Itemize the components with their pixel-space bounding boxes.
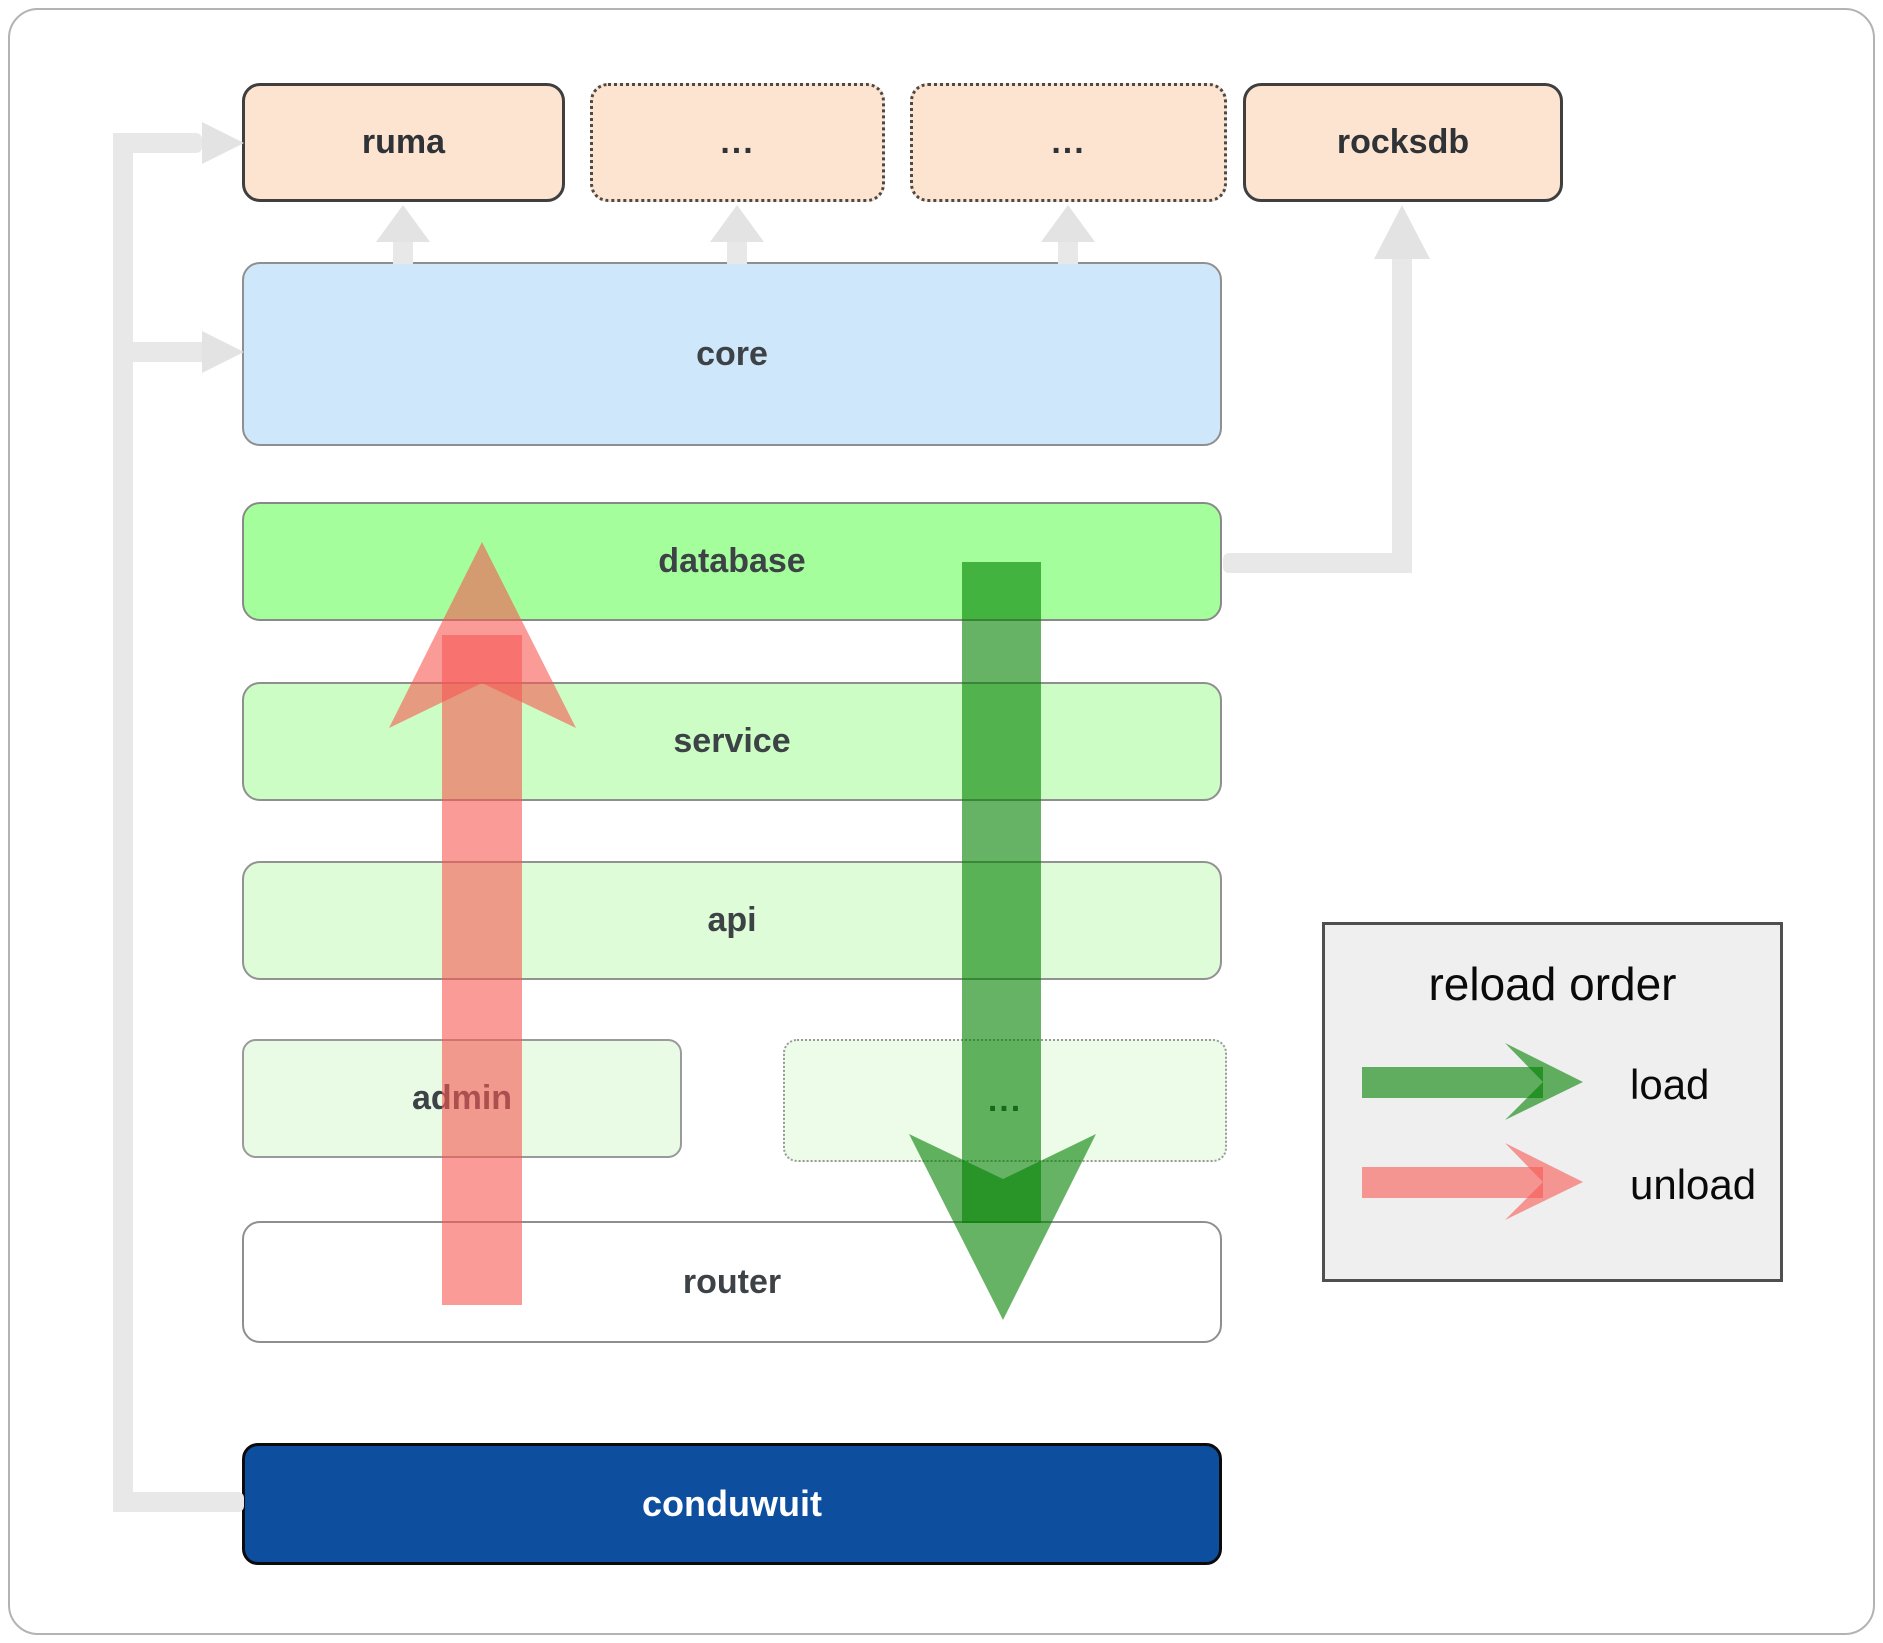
box-admin: admin: [242, 1039, 682, 1158]
box-router-label: router: [682, 1262, 782, 1301]
box-rocksdb: rocksdb: [1243, 83, 1563, 202]
box-api-label: api: [707, 901, 757, 939]
legend-title: reload order: [1428, 958, 1677, 1010]
box-service: service: [242, 682, 1222, 801]
box-api: api: [242, 861, 1222, 980]
box-more-admin-label: ...: [987, 1081, 1023, 1119]
box-more-admin: ...: [783, 1039, 1227, 1162]
box-conduwuit-label: conduwuit: [642, 1483, 822, 1524]
box-more-top-2-label: ...: [1051, 123, 1086, 161]
box-admin-label: admin: [411, 1079, 513, 1117]
box-service-label: service: [673, 722, 791, 760]
box-rocksdb-label: rocksdb: [1336, 123, 1470, 161]
legend-load-label: load: [1630, 1061, 1710, 1108]
box-router: router: [242, 1221, 1222, 1343]
box-database-label: database: [658, 542, 806, 580]
legend-unload-label: unload: [1630, 1161, 1757, 1208]
box-ruma-label: ruma: [361, 123, 446, 161]
box-database: database: [242, 502, 1222, 621]
box-core: core: [242, 262, 1222, 446]
box-ruma: ruma: [242, 83, 565, 202]
box-more-top-1: ...: [590, 83, 885, 202]
box-more-top-1-label: ...: [720, 123, 755, 161]
outer-frame: [8, 8, 1875, 1635]
legend-reload-order: reload order load unload: [1322, 922, 1783, 1282]
box-more-top-2: ...: [910, 83, 1227, 202]
box-core-label: core: [696, 334, 768, 373]
box-conduwuit: conduwuit: [242, 1443, 1222, 1565]
